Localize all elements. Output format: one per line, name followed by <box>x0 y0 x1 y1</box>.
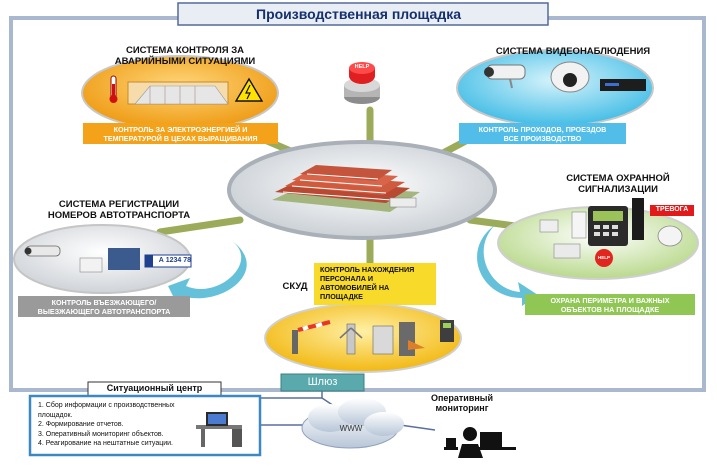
skud-caption: КОНТРОЛЬ НАХОЖДЕНИЯ ПЕРСОНАЛА И АВТОМОБИ… <box>320 265 415 301</box>
www-label: WWW <box>339 424 363 433</box>
license-plate-text: А 1234 78 <box>158 257 191 264</box>
farm-buildings <box>272 165 420 212</box>
right-arrow <box>477 225 538 306</box>
emergency-caption: КОНТРОЛЬ ЗА ЭЛЕКТРОЭНЕРГИЕЙ И ТЕМПЕРАТУР… <box>103 125 258 143</box>
skud-caption-box <box>314 263 436 305</box>
diagram-title: Производственная площадка <box>256 6 461 22</box>
alarm-system-title: СИСТЕМА ОХРАННОЙ СИГНАЛИЗАЦИИ <box>566 173 670 195</box>
monitoring-title: Оперативный мониторинг <box>430 393 494 413</box>
plates-caption: КОНТРОЛЬ ВЪЕЗЖАЮЩЕГО/ ВЫЕЗЖАЮЩЕГО АВТОТР… <box>37 298 171 316</box>
left-arrow <box>168 241 247 306</box>
plates-caption-box <box>18 296 190 317</box>
video-system-title: СИСТЕМА ВИДЕОНАБЛЮДЕНИЯ <box>495 46 651 57</box>
alarm-caption: ОХРАНА ПЕРИМЕТРА И ВАЖНЫХ ОБЪЕКТОВ НА ПЛ… <box>550 296 670 314</box>
emergency-system-title: СИСТЕМА КОНТРОЛЯ ЗА АВАРИЙНЫМИ СИТУАЦИЯМ… <box>114 45 256 67</box>
alarm-badge: ТРЕВОГА <box>655 206 689 213</box>
video-caption-box <box>459 123 626 144</box>
situation-center-list: 1. Сбор информации с производственных пл… <box>38 402 175 447</box>
alarm-caption-box <box>525 294 695 315</box>
video-caption: КОНТРОЛЬ ПРОХОДОВ, ПРОЕЗДОВ ВСЕ ПРОИЗВОД… <box>478 125 607 143</box>
operator-icon <box>444 427 516 458</box>
emergency-caption-box <box>83 123 278 144</box>
skud-system-title: СКУД <box>282 281 308 292</box>
alarm-help-label: HELP <box>597 255 610 260</box>
gateway-box <box>280 373 365 392</box>
title-box <box>177 2 549 26</box>
help-button-label: HELP <box>354 64 370 70</box>
plates-system-title: СИСТЕМА РЕГИСТРАЦИИ НОМЕРОВ АВТОТРАНСПОР… <box>47 199 191 221</box>
gateway-label: Шлюз <box>307 376 338 388</box>
situation-center-title: Ситуационный центр <box>106 383 203 393</box>
cloud-icon <box>301 398 404 449</box>
